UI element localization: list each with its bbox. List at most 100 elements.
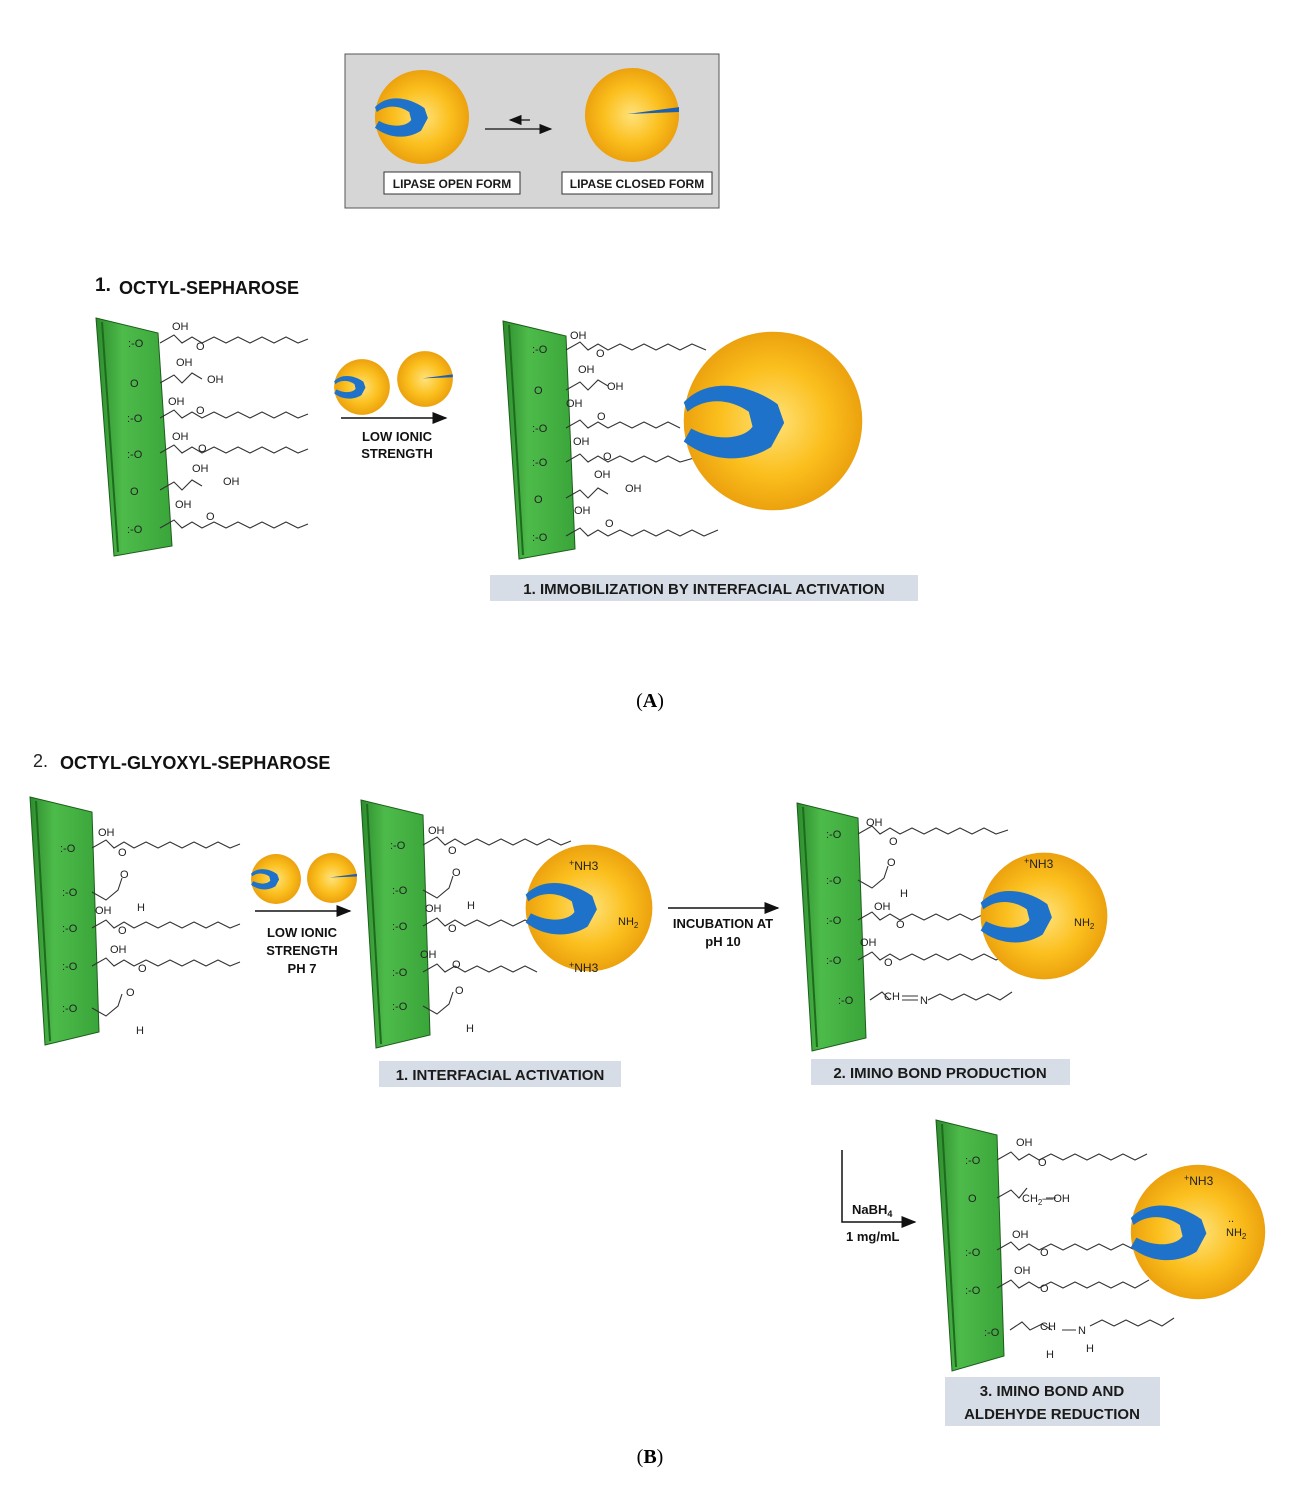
svg-text:OH: OH [866,817,883,829]
svg-text:OH: OH [578,364,595,376]
ligands-b3 [857,825,1013,1001]
arrow-a-label-2: STRENGTH [361,446,433,461]
svg-text:O: O [596,348,605,360]
svg-text::-O: :-O [984,1327,1000,1339]
svg-text:OH: OH [573,436,590,448]
arrow-b1-label-3: PH 7 [288,961,317,976]
step-b3-label-2: ALDEHYDE REDUCTION [964,1406,1140,1423]
step-b1-label: 1. INTERFACIAL ACTIVATION [396,1067,605,1084]
nh3-b4: +NH3 [1184,1173,1214,1188]
panel-b: 2. OCTYL-GLYOXYL-SEPHAROSE :-O OH O :-O … [29,751,1266,1468]
svg-text:OH: OH [192,463,209,475]
svg-text:OH: OH [420,949,437,961]
svg-text:OH: OH [95,905,112,917]
support-a1 [95,317,173,557]
svg-text::-O: :-O [532,532,548,544]
caption-b: (B) [637,1446,664,1468]
svg-text:O: O [452,867,461,879]
ligand-labels-b1: :-O OH O :-O O H :-O OH O :-O OH O :-O O… [60,827,147,1037]
svg-text:OH: OH [207,374,224,386]
svg-text:O: O [120,869,129,881]
ligand-labels-b2: :-O OH O :-O O H :-O OH O :-O OH O :-O O… [390,825,475,1035]
panel-b-title: OCTYL-GLYOXYL-SEPHAROSE [60,753,330,773]
lipase-closed-icon [307,853,357,903]
nh2-b3: NH2 [1074,917,1095,931]
svg-text:O: O [1038,1157,1047,1169]
svg-text:H: H [137,902,145,914]
svg-text:H: H [1046,1349,1054,1361]
svg-text:H: H [136,1025,144,1037]
svg-text::-O: :-O [392,921,408,933]
svg-text::-O: :-O [62,1003,78,1015]
svg-text:OH: OH [428,825,445,837]
panel-b-number: 2. [33,751,48,771]
immobilized-lipase [980,852,1108,980]
svg-text:OH: OH [594,469,611,481]
svg-text:O: O [534,385,543,397]
ligand-labels-b3: :-O OH O :-O O H OH :-O O OH :-O O :-O C… [826,817,928,1007]
arrow-b1-label-2: STRENGTH [266,943,338,958]
svg-text::-O: :-O [532,457,548,469]
svg-text:OH: OH [98,827,115,839]
svg-text:N: N [1078,1325,1086,1337]
svg-text:O: O [196,405,205,417]
svg-text::-O: :-O [965,1247,981,1259]
ligands-a1 [159,334,309,529]
support-a2 [502,320,576,560]
svg-text:OH: OH [874,901,891,913]
step-b2-label: 2. IMINO BOND PRODUCTION [833,1065,1046,1082]
svg-text:O: O [597,411,606,423]
arrow-b2-label-2: pH 10 [705,934,740,949]
svg-text:OH: OH [172,321,189,333]
svg-text:O: O [448,845,457,857]
legend-box: LIPASE OPEN FORM LIPASE CLOSED FORM [344,53,720,209]
panel-a-title: OCTYL-SEPHAROSE [119,278,299,298]
svg-text:OH: OH [168,396,185,408]
svg-text::-O: :-O [392,1001,408,1013]
reaction-arrow-b3 [841,1150,917,1228]
svg-text:OH: OH [860,937,877,949]
nh2-b4: NH2 [1226,1227,1247,1241]
support-b3 [796,802,867,1052]
svg-text::-O: :-O [390,840,406,852]
svg-text:O: O [130,486,139,498]
svg-text:O: O [1040,1247,1049,1259]
svg-text:OH: OH [175,499,192,511]
nh3-b3: +NH3 [1024,856,1054,871]
svg-text::-O: :-O [965,1155,981,1167]
support-b1 [29,796,100,1046]
svg-text:O: O [1040,1283,1049,1295]
svg-text:O: O [198,443,207,455]
ch2-label: CH2—OH [1022,1193,1070,1207]
lipase-closed-icon [584,67,680,163]
ligand-labels-a1: :-O OH O O OH OH :-O OH O :-O OH O O OH … [127,321,240,536]
svg-text:OH: OH [625,483,642,495]
svg-text:O: O [455,985,464,997]
arrow-b3-label-1: NaBH4 [852,1202,892,1219]
svg-text:O: O [896,919,905,931]
svg-text::-O: :-O [965,1285,981,1297]
svg-text:CH: CH [1040,1321,1056,1333]
ligands-a2 [565,341,719,537]
svg-text::-O: :-O [60,843,76,855]
arrow-b2-label-1: INCUBATION AT [673,916,773,931]
svg-text::-O: :-O [62,887,78,899]
svg-text::-O: :-O [826,915,842,927]
svg-text:O: O [968,1193,977,1205]
svg-text::-O: :-O [62,961,78,973]
lipase-open-icon [374,69,470,165]
svg-text:OH: OH [574,505,591,517]
svg-text:O: O [196,341,205,353]
svg-text::-O: :-O [127,449,143,461]
lipase-open-icon [334,359,390,415]
arrow-a-label-1: LOW IONIC [362,429,433,444]
svg-text:H: H [900,888,908,900]
svg-text:O: O [206,511,215,523]
svg-text::-O: :-O [532,344,548,356]
svg-text:O: O [118,847,127,859]
support-b2 [360,799,431,1049]
svg-text::-O: :-O [127,524,143,536]
svg-text:OH: OH [176,357,193,369]
svg-text::-O: :-O [838,995,854,1007]
arrow-b3-label-2: 1 mg/mL [846,1229,900,1244]
